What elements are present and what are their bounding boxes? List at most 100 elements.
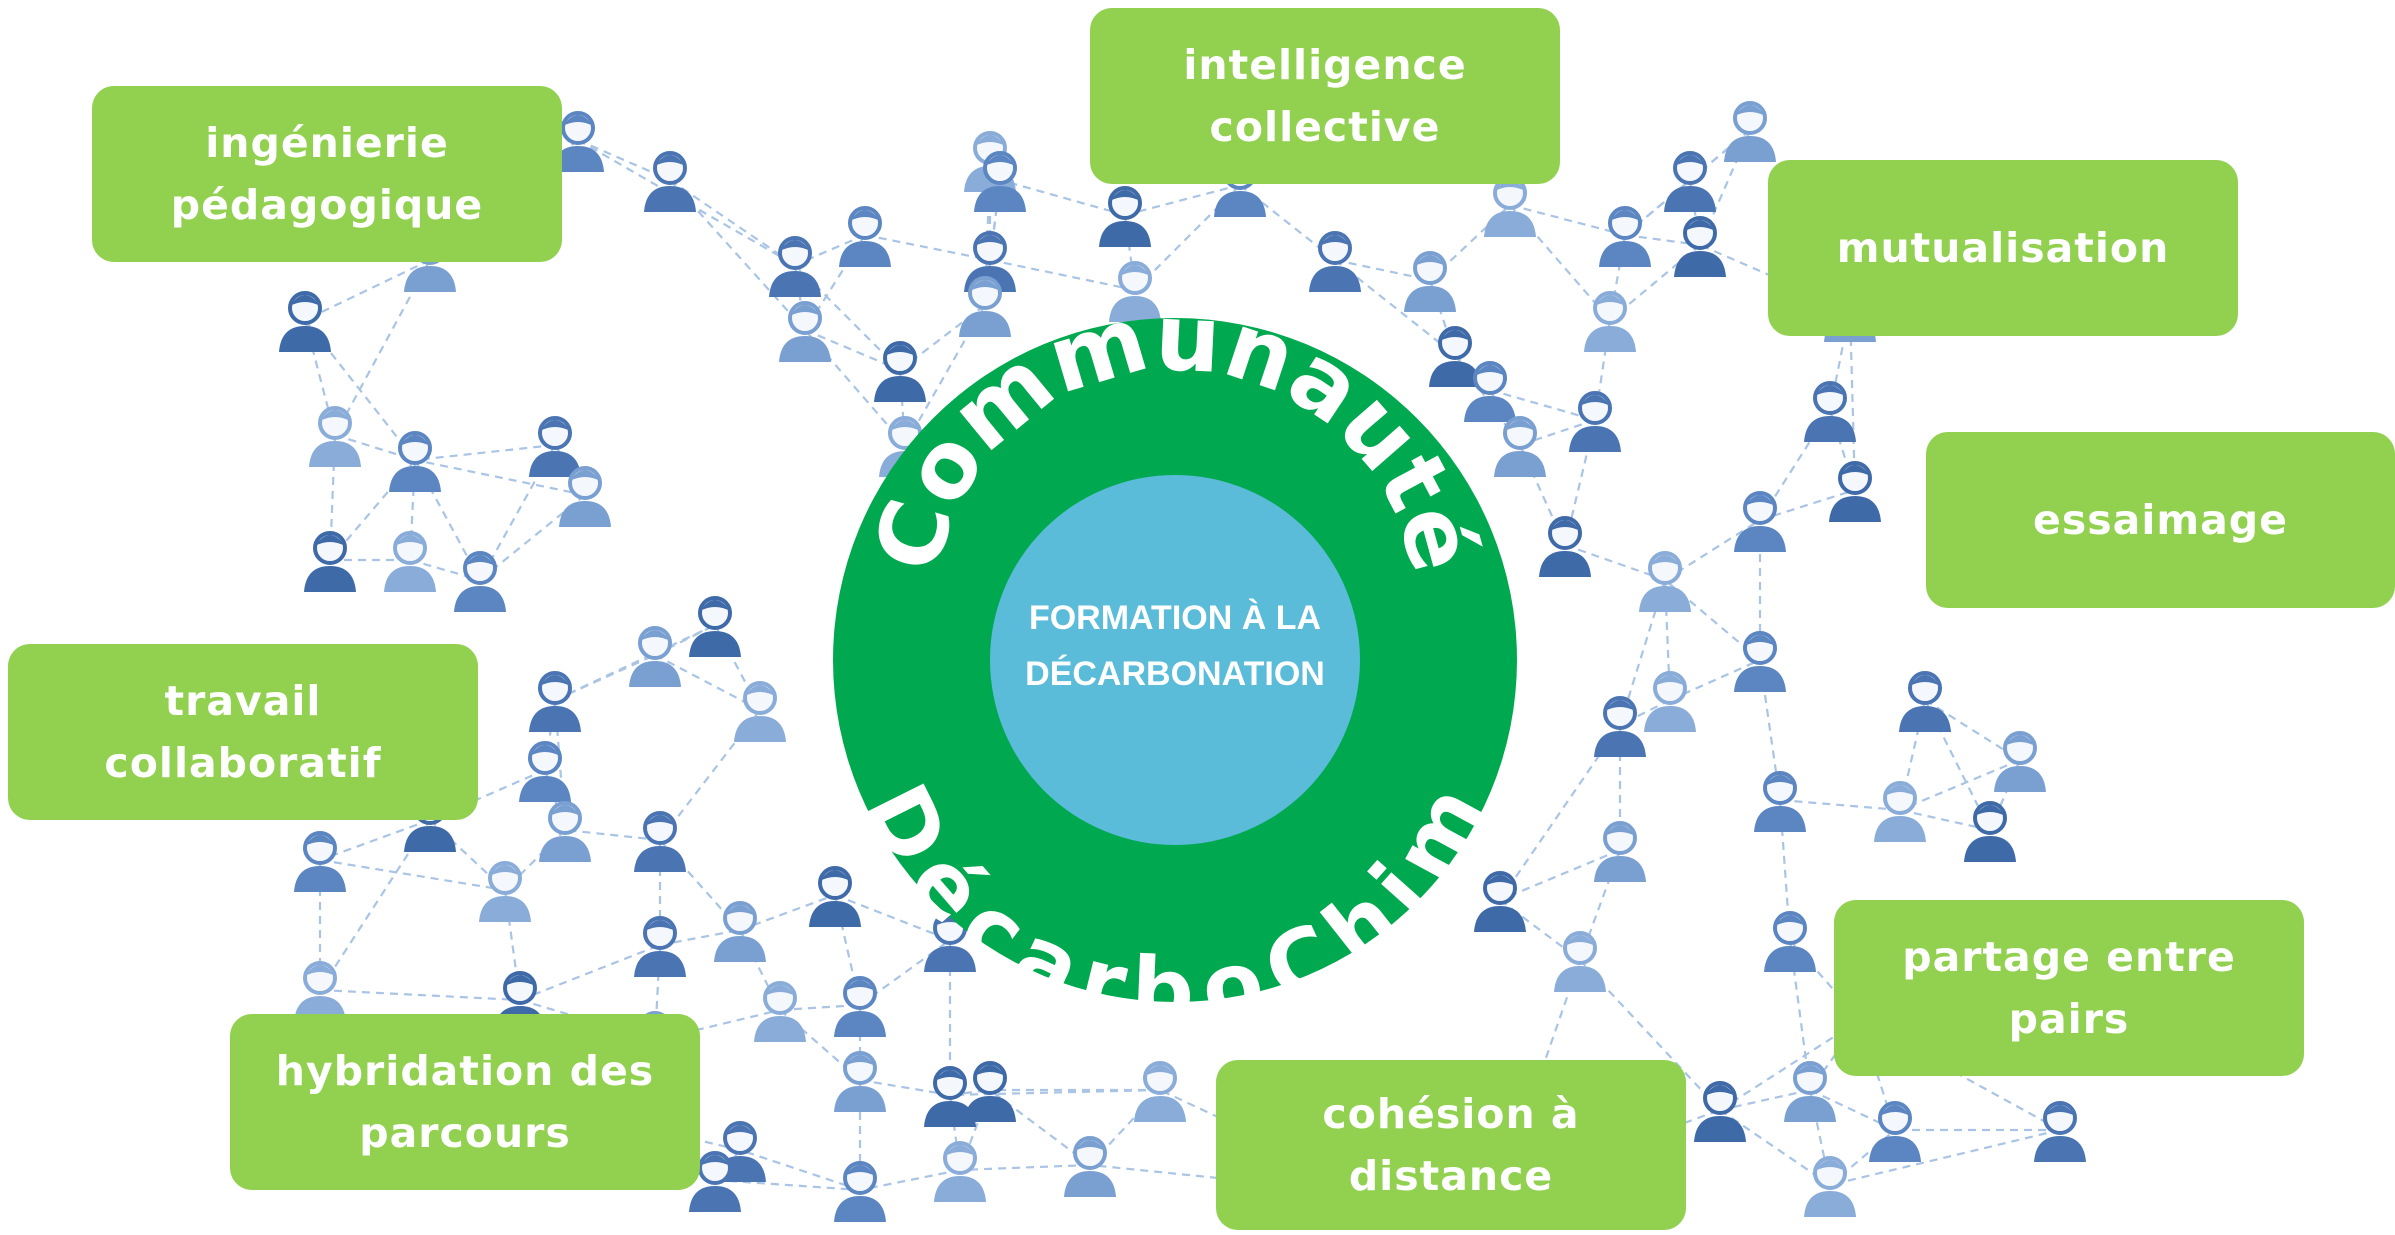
tag-line: collective: [1209, 103, 1441, 151]
tag-line: ingénierie: [205, 119, 449, 167]
tag-line: collaboratif: [104, 739, 382, 787]
network-link: [1719, 1088, 1811, 1112]
tag-line: intelligence: [1183, 41, 1467, 89]
network-link: [859, 1078, 951, 1097]
person-avatar-icon: [754, 981, 806, 1042]
network-link: [479, 494, 586, 581]
person-avatar-icon: [1804, 1156, 1856, 1217]
person-avatar-icon: [714, 901, 766, 962]
person-avatar-icon: [834, 1051, 886, 1112]
person-avatar-icon: [1464, 361, 1516, 422]
person-avatar-icon: [839, 206, 891, 267]
person-avatar-icon: [1784, 1061, 1836, 1122]
network-link: [577, 138, 671, 182]
person-avatar-icon: [689, 596, 741, 657]
network-link: [1779, 798, 1901, 812]
person-avatar-icon: [809, 866, 861, 927]
tag-line: parcours: [359, 1109, 571, 1157]
tag-line: travail: [164, 677, 322, 725]
network-link: [1899, 808, 1991, 832]
person-avatar-icon: [1734, 491, 1786, 552]
core-label: FORMATION À LA DÉCARBONATION: [960, 590, 1390, 702]
network-link: [999, 178, 1126, 217]
person-avatar-icon: [309, 406, 361, 467]
person-avatar-icon: [1134, 1061, 1186, 1122]
person-avatar-icon: [959, 276, 1011, 337]
network-link: [1499, 848, 1621, 902]
network-link: [1829, 1128, 2061, 1187]
network-link: [414, 458, 586, 497]
person-avatar-icon: [634, 916, 686, 977]
person-avatar-icon: [279, 291, 331, 352]
network-link: [1509, 204, 1611, 321]
person-avatar-icon: [389, 431, 441, 492]
network-link: [859, 1168, 961, 1192]
person-avatar-icon: [479, 861, 531, 922]
tag-hybridation-des-parcours: hybridation des parcours: [230, 1014, 700, 1190]
person-avatar-icon: [559, 466, 611, 527]
person-avatar-icon: [769, 236, 821, 297]
person-avatar-icon: [1899, 671, 1951, 732]
network-link: [554, 624, 716, 701]
network-link: [669, 179, 796, 266]
network-link: [304, 259, 431, 321]
tag-line: pédagogique: [170, 181, 484, 229]
community-core-circle: [990, 475, 1360, 845]
person-avatar-icon: [1064, 1136, 1116, 1197]
person-avatar-icon: [1429, 326, 1481, 387]
person-avatar-icon: [1724, 101, 1776, 162]
person-avatar-icon: [1869, 1101, 1921, 1162]
person-avatar-icon: [629, 626, 681, 687]
tag-partage-entre-pairs: partage entre pairs: [1834, 900, 2304, 1076]
person-avatar-icon: [634, 811, 686, 872]
person-avatar-icon: [734, 681, 786, 742]
person-avatar-icon: [834, 976, 886, 1037]
core-label-line-2: DÉCARBONATION: [1025, 655, 1325, 693]
network-link: [1509, 203, 1626, 237]
person-avatar-icon: [779, 301, 831, 362]
tag-travail-collaboratif: travail collaboratif: [8, 644, 478, 820]
network-link: [794, 264, 901, 371]
person-avatar-icon: [1829, 461, 1881, 522]
tag-line: distance: [1348, 1152, 1554, 1200]
network-link: [319, 818, 431, 862]
person-avatar-icon: [1674, 216, 1726, 277]
person-avatar-icon: [1569, 391, 1621, 452]
tag-line: cohésion à: [1322, 1090, 1580, 1138]
tag-line: pairs: [2008, 995, 2130, 1043]
person-avatar-icon: [1664, 151, 1716, 212]
network-link: [1759, 488, 1856, 522]
tag-line: essaimage: [2033, 496, 2288, 544]
person-avatar-icon: [294, 831, 346, 892]
person-avatar-icon: [1644, 671, 1696, 732]
tag-intelligence-collective: intelligence collective: [1090, 8, 1560, 184]
network-link: [1334, 258, 1431, 282]
person-avatar-icon: [1964, 801, 2016, 862]
person-avatar-icon: [1754, 771, 1806, 832]
tag-cohesion-a-distance: cohésion à distance: [1216, 1060, 1686, 1230]
person-avatar-icon: [519, 741, 571, 802]
network-link: [1924, 699, 1991, 831]
network-link: [714, 1178, 861, 1192]
person-avatar-icon: [529, 671, 581, 732]
tag-line: mutualisation: [1836, 224, 2170, 272]
person-avatar-icon: [1734, 631, 1786, 692]
network-link: [319, 988, 521, 1002]
person-avatar-icon: [529, 416, 581, 477]
person-avatar-icon: [1599, 206, 1651, 267]
tag-line: partage entre: [1902, 933, 2236, 981]
network-link: [1489, 388, 1596, 422]
person-avatar-icon: [1764, 911, 1816, 972]
person-avatar-icon: [1874, 781, 1926, 842]
person-avatar-icon: [1594, 821, 1646, 882]
person-avatar-icon: [964, 1061, 1016, 1122]
network-link: [519, 943, 661, 1002]
network-link: [1688, 179, 1702, 246]
network-link: [793, 264, 807, 331]
network-link: [959, 1163, 1091, 1172]
person-avatar-icon: [1494, 416, 1546, 477]
person-avatar-icon: [1404, 251, 1456, 312]
person-avatar-icon: [974, 151, 1026, 212]
